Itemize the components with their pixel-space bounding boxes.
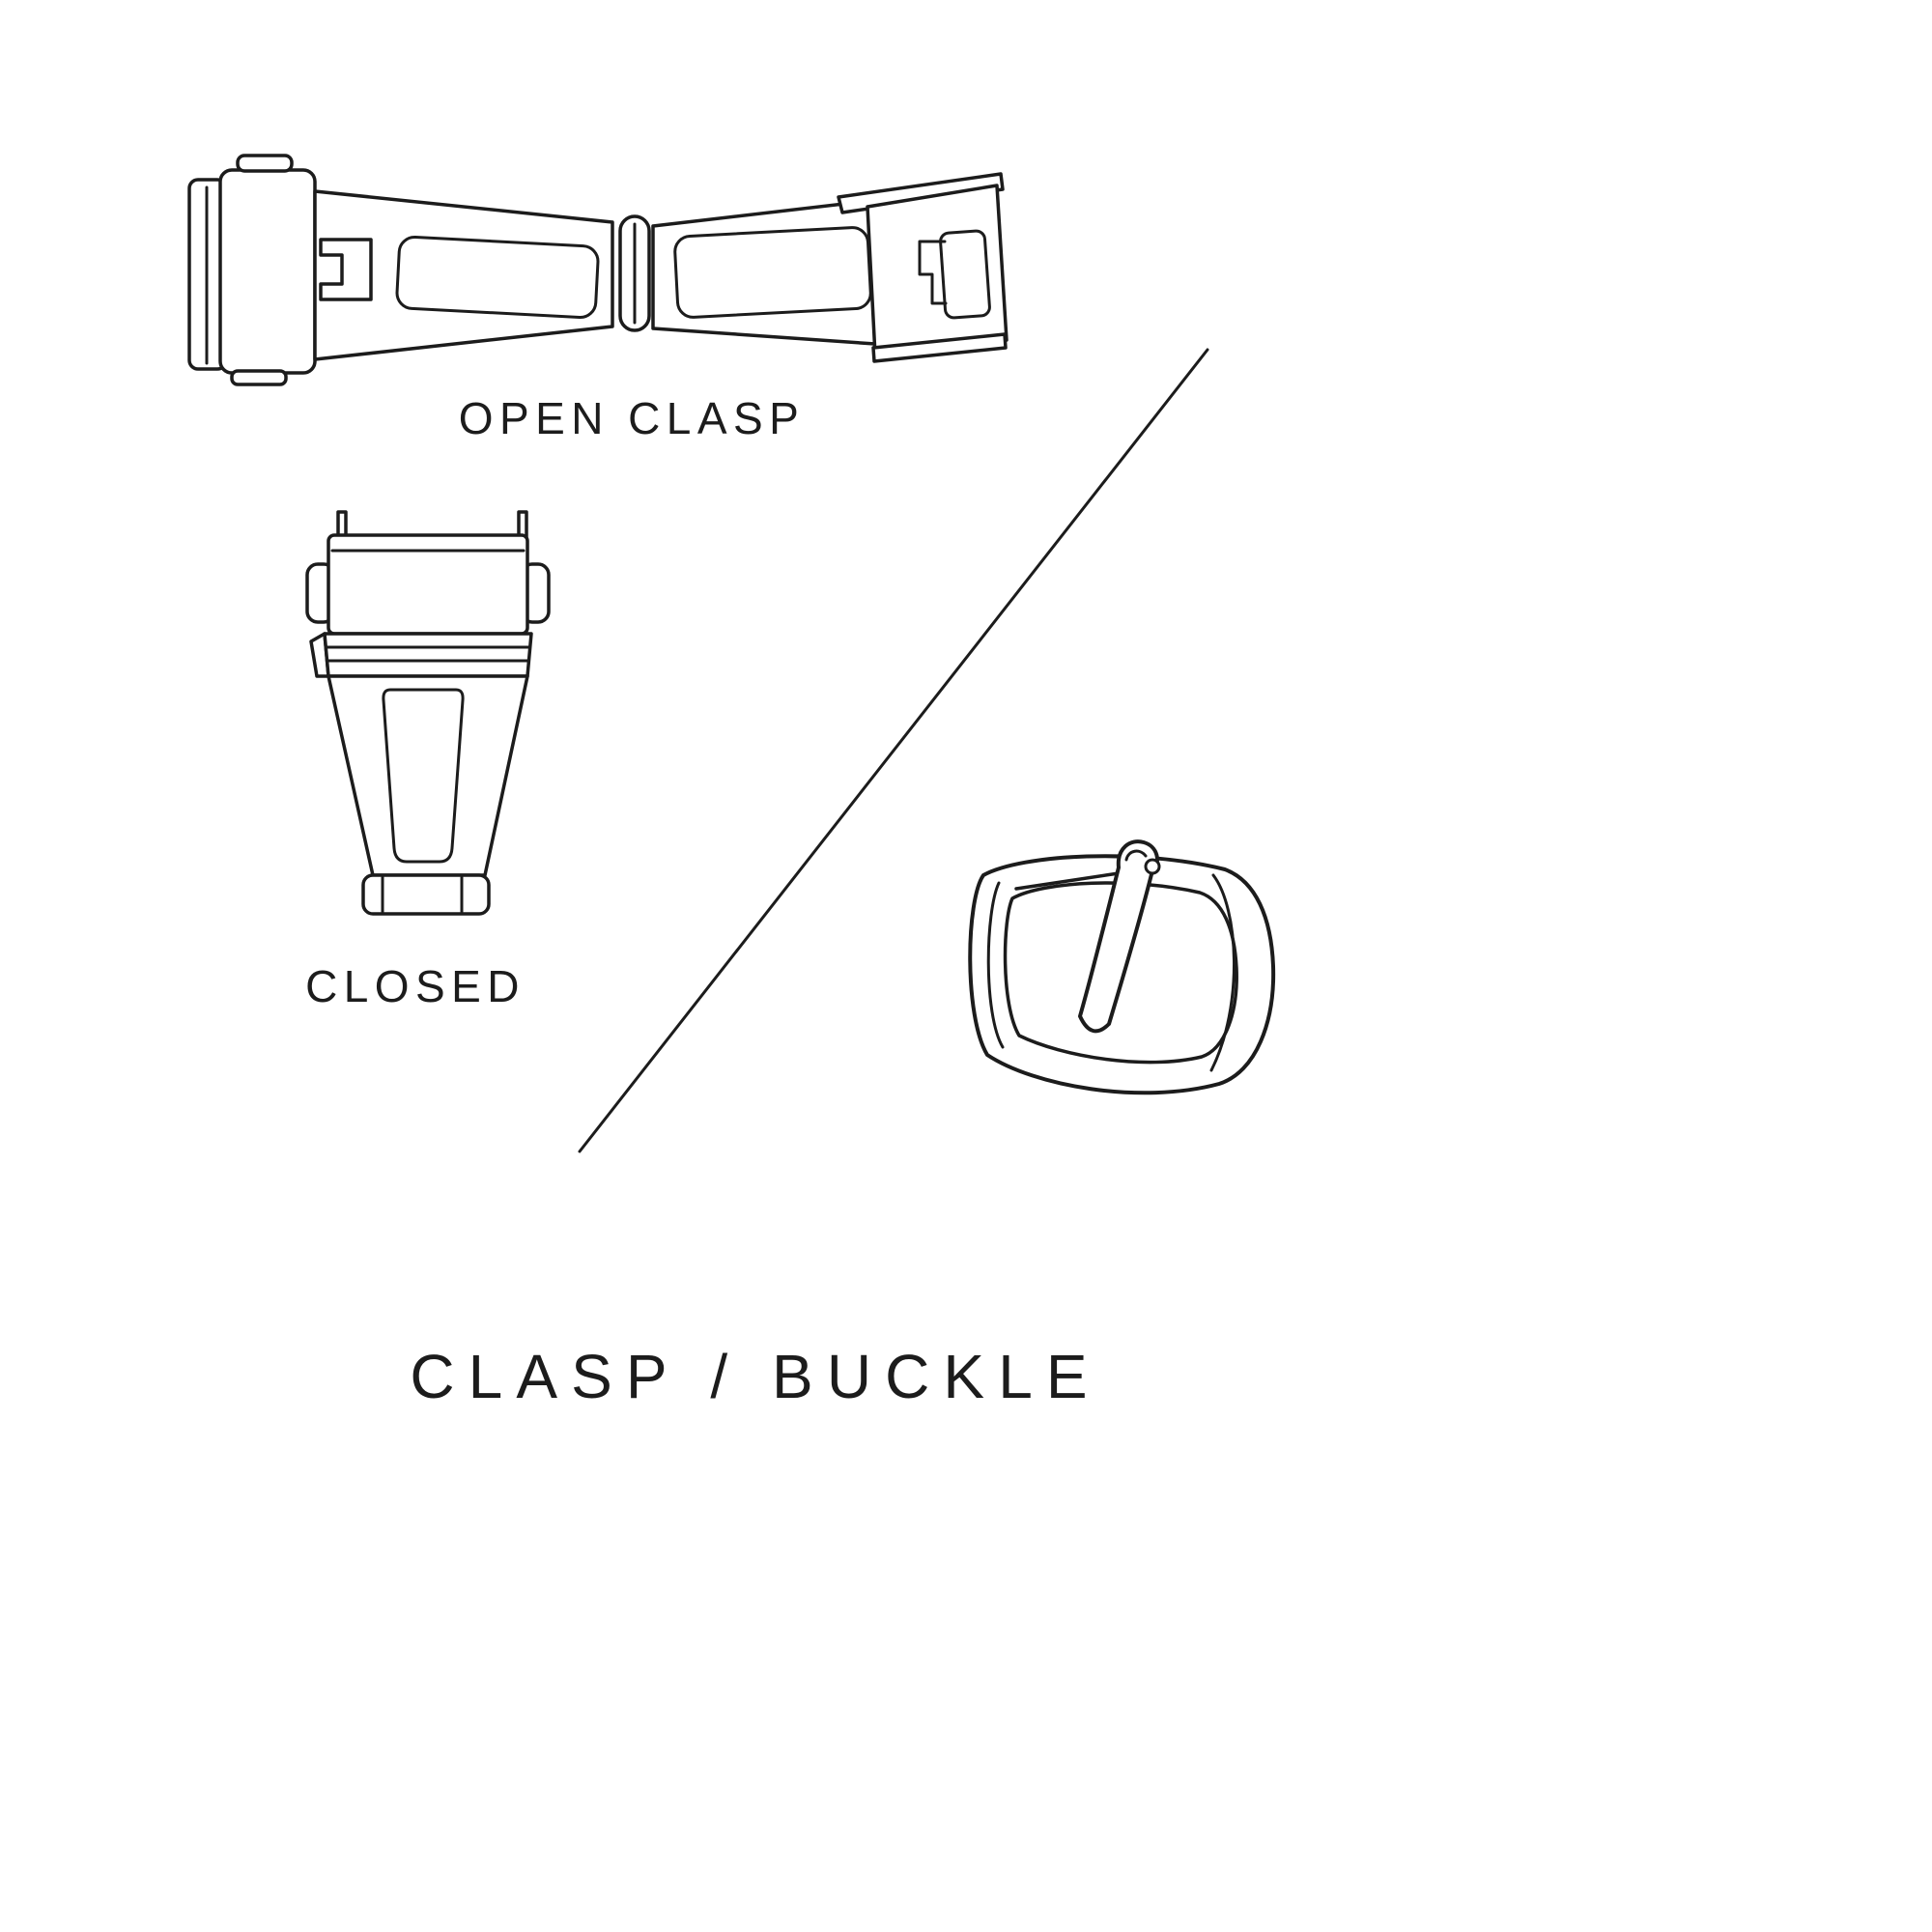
closed-clasp-illustration [305,510,551,916]
clasp-right-catch-lines [918,240,948,305]
buckle-tang-loop-line [1124,849,1148,862]
clasp-end-body [218,168,317,375]
closed-clasp-bottom-bar [361,873,491,916]
clasp-end-top-tab [236,154,294,173]
buckle-right-accent-line [1209,873,1236,1072]
closed-clasp-slot [382,688,465,864]
clasp-right-panel [673,226,872,319]
clasp-right-cutout [939,229,991,320]
closed-clasp-label: CLOSED [305,961,526,1011]
clasp-left-panel [395,235,600,320]
buckle-pin-ring [1144,858,1161,875]
clasp-right-top-plate [837,172,1005,214]
clasp-catch-hook [319,238,373,301]
buckle-axle-pin [1014,871,1121,891]
divider-line [578,348,1209,1153]
clasp-right-bottom-plate [871,332,1008,363]
diagonal-divider-line [578,348,1209,1153]
closed-clasp-band [323,632,533,678]
open-clasp-label: OPEN CLASP [458,393,806,443]
buckle-tang [1078,839,1159,1034]
open-clasp-illustration [187,154,1009,386]
buckle-left-accent-line [986,881,1005,1049]
page-title: CLASP / BUCKLE [410,1342,1101,1411]
pin-buckle-illustration [968,839,1276,1095]
clasp-end-bottom-tab [230,369,288,386]
